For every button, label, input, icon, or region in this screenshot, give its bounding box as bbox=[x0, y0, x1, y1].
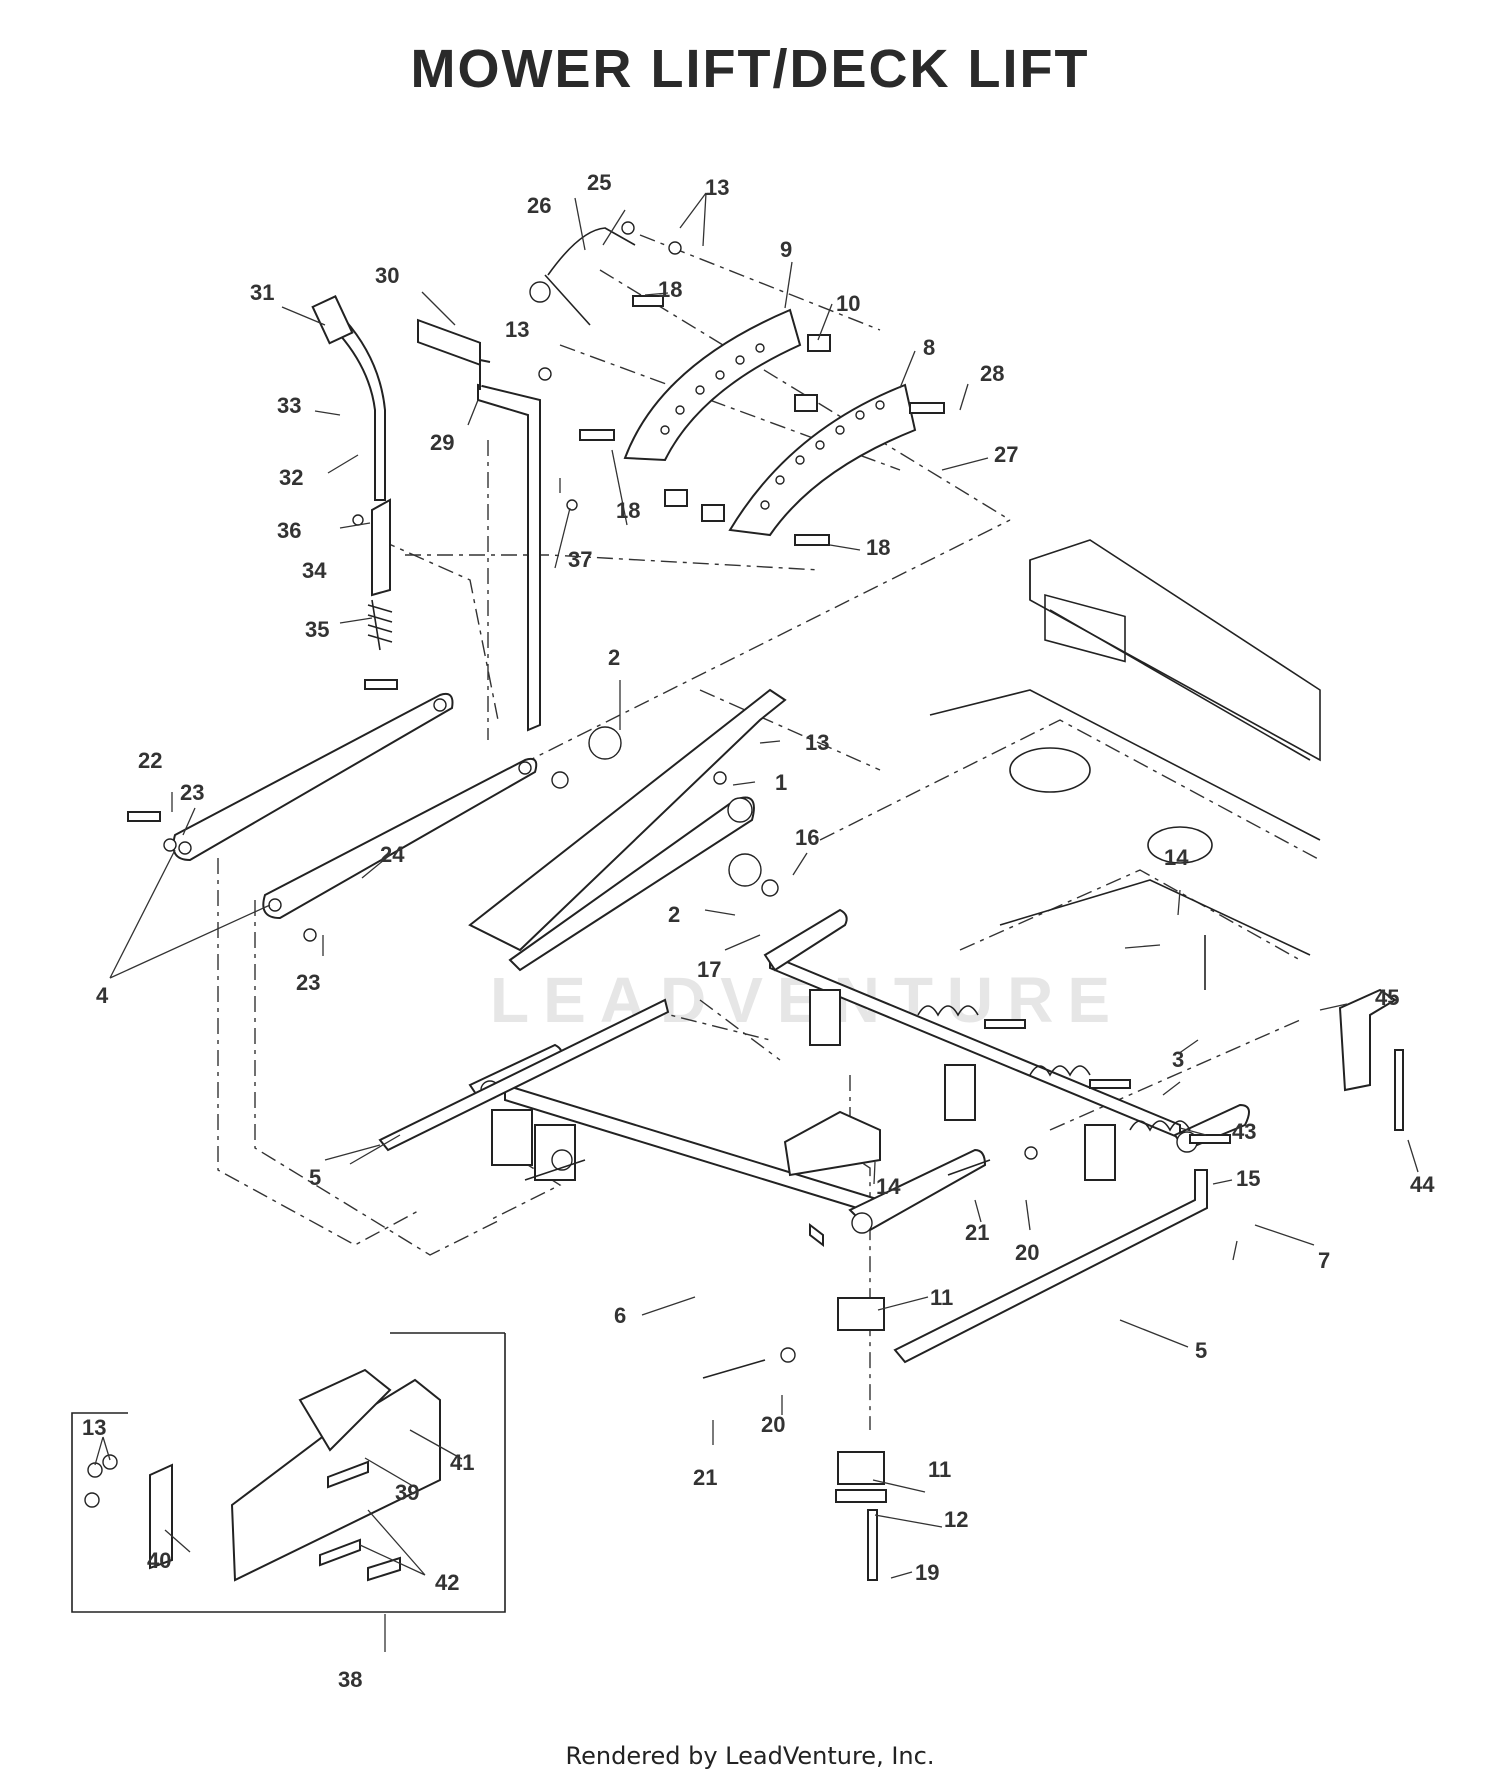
callout-13: 13 bbox=[505, 317, 529, 342]
callout-7: 7 bbox=[1318, 1248, 1330, 1273]
rockshaft-front bbox=[468, 1043, 987, 1248]
callout-20: 20 bbox=[1015, 1240, 1039, 1265]
spacers-bolts bbox=[538, 221, 945, 546]
callout-30: 30 bbox=[375, 263, 399, 288]
tractor-frame bbox=[929, 539, 1321, 990]
callout-31: 31 bbox=[250, 280, 274, 305]
callout-25: 25 bbox=[587, 170, 611, 195]
callout-18: 18 bbox=[866, 535, 890, 560]
callout-22: 22 bbox=[138, 748, 162, 773]
callout-24: 24 bbox=[380, 842, 405, 867]
callout-14: 14 bbox=[1164, 845, 1189, 870]
callout-13: 13 bbox=[805, 730, 829, 755]
callout-2: 2 bbox=[668, 902, 680, 927]
callout-28: 28 bbox=[980, 361, 1004, 386]
lift-arm bbox=[468, 688, 787, 972]
callout-21: 21 bbox=[693, 1465, 717, 1490]
springs bbox=[917, 1005, 1231, 1144]
callout-34: 34 bbox=[302, 558, 327, 583]
callout-14: 14 bbox=[876, 1174, 901, 1199]
callout-35: 35 bbox=[305, 617, 329, 642]
callout-5: 5 bbox=[309, 1165, 321, 1190]
callout-39: 39 bbox=[395, 1480, 419, 1505]
callout-36: 36 bbox=[277, 518, 301, 543]
callout-29: 29 bbox=[430, 430, 454, 455]
callout-44: 44 bbox=[1410, 1172, 1435, 1197]
callout-17: 17 bbox=[697, 957, 721, 982]
brackets-hardware bbox=[524, 988, 1404, 1581]
callout-13: 13 bbox=[82, 1415, 106, 1440]
callout-19: 19 bbox=[915, 1560, 939, 1585]
callout-11: 11 bbox=[930, 1285, 953, 1310]
callout-23: 23 bbox=[296, 970, 320, 995]
callout-13: 13 bbox=[705, 175, 729, 200]
callout-5: 5 bbox=[1195, 1338, 1207, 1363]
callout-40: 40 bbox=[147, 1548, 171, 1573]
leader-lines bbox=[94, 192, 1419, 1652]
callout-8: 8 bbox=[923, 335, 935, 360]
callout-21: 21 bbox=[965, 1220, 989, 1245]
callout-9: 9 bbox=[780, 237, 792, 262]
lift-rods bbox=[378, 998, 1208, 1364]
callout-1: 1 bbox=[775, 770, 787, 795]
callout-12: 12 bbox=[944, 1507, 968, 1532]
callout-18: 18 bbox=[616, 498, 640, 523]
callout-45: 45 bbox=[1375, 985, 1399, 1010]
callout-38: 38 bbox=[338, 1667, 362, 1692]
callout-23: 23 bbox=[180, 780, 204, 805]
callout-15: 15 bbox=[1236, 1166, 1260, 1191]
assembly-dashed-lines bbox=[217, 234, 1321, 1430]
inset-kit-38 bbox=[71, 1332, 506, 1613]
callout-6: 6 bbox=[614, 1303, 626, 1328]
callout-18: 18 bbox=[658, 277, 682, 302]
callout-33: 33 bbox=[277, 393, 301, 418]
callout-41: 41 bbox=[450, 1450, 474, 1475]
lift-plate-9 bbox=[623, 308, 802, 462]
callout-3: 3 bbox=[1172, 1047, 1184, 1072]
callout-10: 10 bbox=[836, 291, 860, 316]
rockshaft-rear bbox=[763, 908, 1250, 1181]
callout-4: 4 bbox=[96, 983, 109, 1008]
callout-32: 32 bbox=[279, 465, 303, 490]
pin-with-lanyard bbox=[529, 227, 636, 326]
lift-lever-assembly bbox=[311, 295, 578, 732]
callout-42: 42 bbox=[435, 1570, 459, 1595]
diagram-title: MOWER LIFT/DECK LIFT bbox=[410, 39, 1090, 99]
callout-43: 43 bbox=[1232, 1119, 1256, 1144]
callout-16: 16 bbox=[795, 825, 819, 850]
callout-20: 20 bbox=[761, 1412, 785, 1437]
callout-37: 37 bbox=[568, 547, 592, 572]
lift-links bbox=[127, 679, 779, 942]
callout-26: 26 bbox=[527, 193, 551, 218]
callout-11: 11 bbox=[928, 1457, 951, 1482]
callout-27: 27 bbox=[994, 442, 1018, 467]
lift-plate-8 bbox=[728, 383, 917, 537]
footer-credit: Rendered by LeadVenture, Inc. bbox=[565, 1742, 935, 1770]
callout-labels: 1 2 2 3 4 5 5 6 7 8 9 10 11 11 12 13 13 … bbox=[82, 170, 1435, 1692]
callout-2: 2 bbox=[608, 645, 620, 670]
